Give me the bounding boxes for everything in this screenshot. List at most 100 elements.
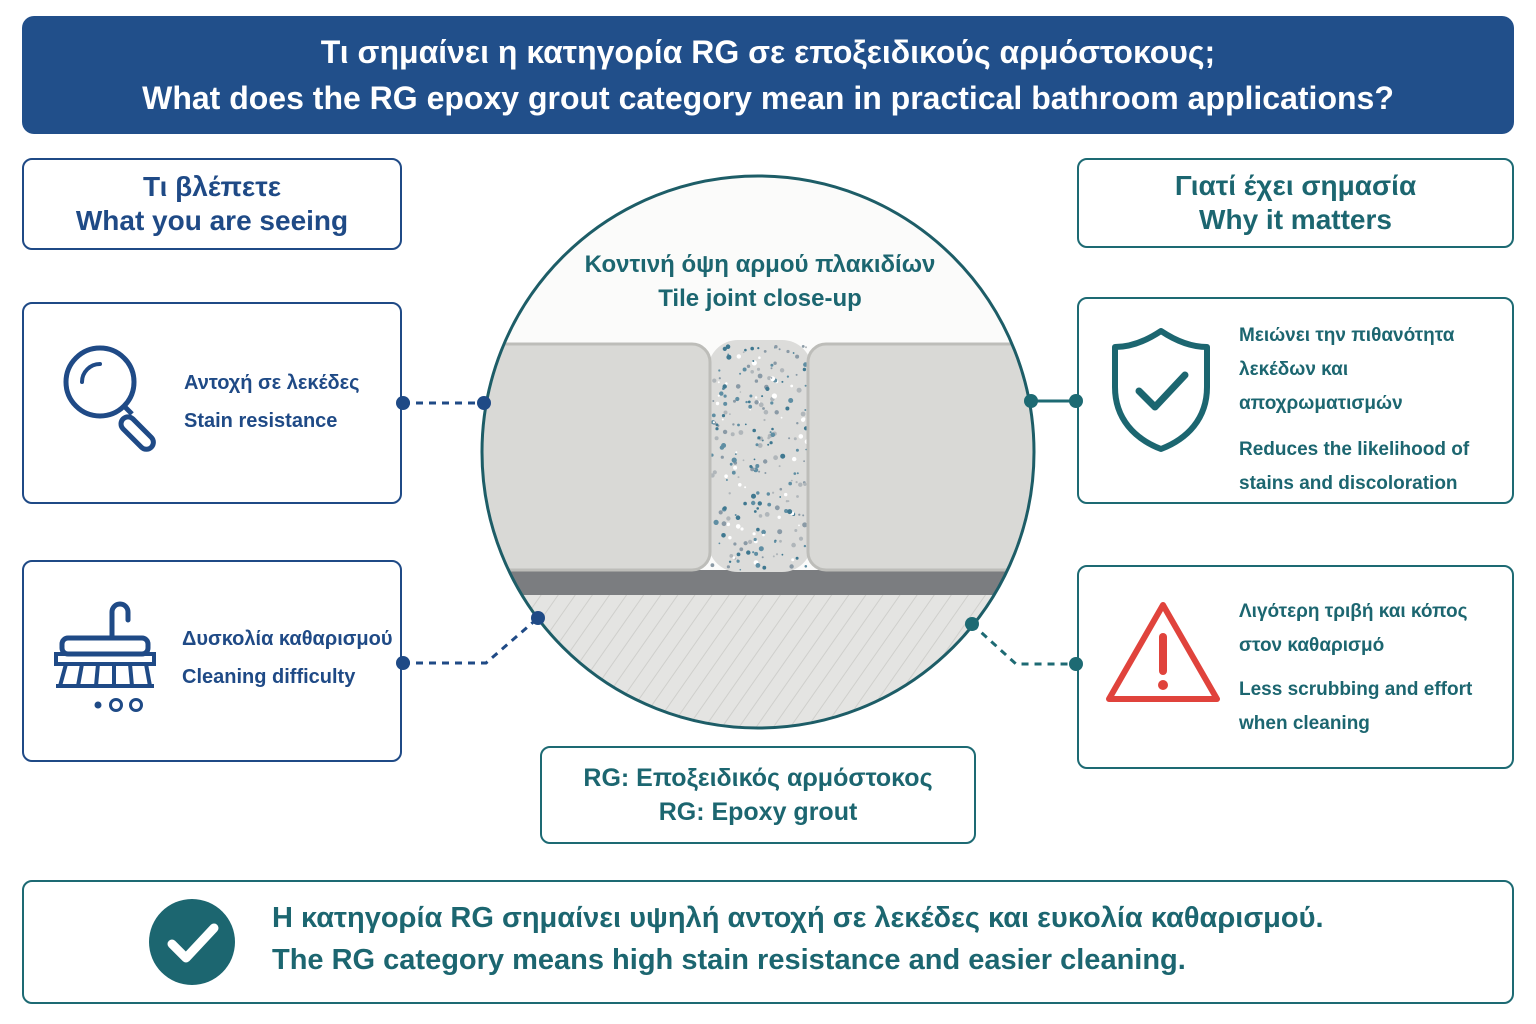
grout-speckle (740, 527, 744, 531)
grout-speckle (754, 396, 758, 399)
grout-speckle (750, 467, 755, 472)
grout-speckle (790, 384, 794, 388)
grout-speckle (785, 406, 790, 411)
grout-speckle (734, 514, 737, 516)
grout-speckle (758, 514, 763, 518)
grout-speckle (761, 556, 764, 559)
grout-speckle (733, 542, 737, 546)
grout-speckle (721, 418, 724, 421)
grout-speckle (712, 470, 717, 475)
summary-english: The RG category means high stain resista… (272, 944, 1186, 976)
grout-speckle (722, 429, 728, 435)
summary-greek: Η κατηγορία RG σημαίνει υψηλή αντοχή σε … (272, 902, 1324, 934)
grout-speckle (778, 348, 781, 351)
stain-resistance-english: Stain resistance (184, 410, 338, 432)
grout-speckle (748, 404, 753, 409)
grout-speckle (793, 472, 797, 475)
grout-speckle (732, 556, 736, 559)
grout-speckle (723, 410, 728, 415)
grout-speckle (732, 423, 735, 426)
grout-speckle (781, 553, 784, 556)
grout-speckle (795, 354, 800, 359)
grout-speckle (725, 344, 731, 350)
cleaning-difficulty-card: Δυσκολία καθαρισμού Cleaning difficulty (22, 560, 402, 762)
grout-speckle (772, 555, 775, 558)
adhesive-layer (482, 570, 1034, 595)
grout-speckle (728, 560, 732, 563)
cleaning-benefit-greek-line2: στον καθαρισμό (1239, 635, 1385, 656)
grout-speckle (764, 512, 770, 517)
grout-speckle (757, 347, 760, 350)
grout-speckle (710, 563, 715, 568)
grout-speckle (742, 459, 745, 462)
grout-speckle (738, 430, 744, 435)
grout-speckle (774, 410, 779, 415)
grout-speckle (737, 423, 740, 427)
brush-icon (54, 601, 156, 712)
grout-speckle (735, 396, 740, 402)
grout-speckle (753, 510, 757, 513)
grout-speckle (739, 568, 742, 571)
grout-speckle (752, 428, 756, 433)
grout-speckle (723, 506, 727, 511)
grout-speckle (758, 546, 764, 552)
grout-speckle (744, 486, 747, 489)
grout-speckle (794, 529, 798, 532)
grout-speckle (792, 456, 797, 462)
grout-speckle (784, 492, 788, 497)
stain-benefit-card: Μειώνει την πιθανότητα λεκέδων και αποχρ… (1077, 297, 1514, 504)
stain-benefit-greek-line1: Μειώνει την πιθανότητα (1239, 325, 1455, 346)
closeup-title-english: Tile joint close-up (658, 285, 862, 312)
grout-speckle (728, 536, 732, 540)
left-tile (482, 342, 712, 572)
grout-speckle (757, 443, 763, 448)
grout-speckle (721, 414, 726, 418)
cleaning-benefit-english-line2: when cleaning (1239, 713, 1370, 734)
grout-speckle (763, 418, 766, 422)
grout-speckle (750, 370, 754, 374)
summary-box (22, 880, 1514, 1004)
grout-speckle (763, 409, 769, 415)
grout-speckle (749, 408, 751, 411)
grout-speckle (726, 565, 731, 569)
grout-speckle (751, 493, 756, 499)
grout-speckle (749, 465, 753, 468)
magnifier-icon (63, 345, 156, 452)
grout-speckle (745, 400, 748, 404)
left-header-greek: Τι βλέπετε (143, 171, 281, 202)
grout-speckle (718, 369, 721, 372)
grout-speckle (742, 367, 747, 372)
grout-speckle (754, 551, 759, 556)
epoxy-grout-label-greek: RG: Εποξειδικός αρμόστοκος (583, 764, 933, 792)
grout-speckle (730, 432, 735, 437)
grout-speckle (796, 387, 802, 393)
grout-speckle (779, 368, 785, 373)
epoxy-grout-label: RG: Εποξειδικός αρμόστοκος RG: Epoxy gro… (540, 746, 976, 844)
grout-speckle (804, 409, 807, 411)
grout-speckle (800, 417, 806, 422)
cleaning-benefit-english-line1: Less scrubbing and effort (1239, 679, 1473, 700)
closeup-title-greek: Κοντινή όψη αρμού πλακιδίων (584, 251, 936, 278)
grout-speckle (735, 524, 741, 529)
grout-speckle (767, 502, 772, 507)
grout-speckle (753, 468, 756, 470)
stain-benefit-english-line1: Reduces the likelihood of (1239, 439, 1470, 460)
grout-speckle (781, 380, 784, 383)
grout-speckle (795, 556, 799, 560)
grout-speckle (770, 401, 774, 405)
closeup-title: Κοντινή όψη αρμού πλακιδίων Tile joint c… (540, 248, 980, 316)
grout-speckle (772, 491, 775, 494)
grout-speckle (749, 394, 753, 398)
grout-speckle (785, 500, 789, 503)
grout-speckle (736, 354, 741, 359)
grout-speckle (718, 510, 723, 515)
grout-speckle (757, 436, 761, 440)
grout-speckle (731, 470, 736, 475)
left-header-english: What you are seeing (75, 205, 349, 236)
grout-speckle (766, 492, 770, 496)
grout-speckle (777, 529, 783, 535)
grout-speckle (803, 460, 805, 463)
grout-speckle (764, 472, 767, 474)
cleaning-benefit-greek-line1: Λιγότερη τριβή και κόπος (1239, 601, 1468, 622)
grout-speckle (726, 354, 732, 360)
